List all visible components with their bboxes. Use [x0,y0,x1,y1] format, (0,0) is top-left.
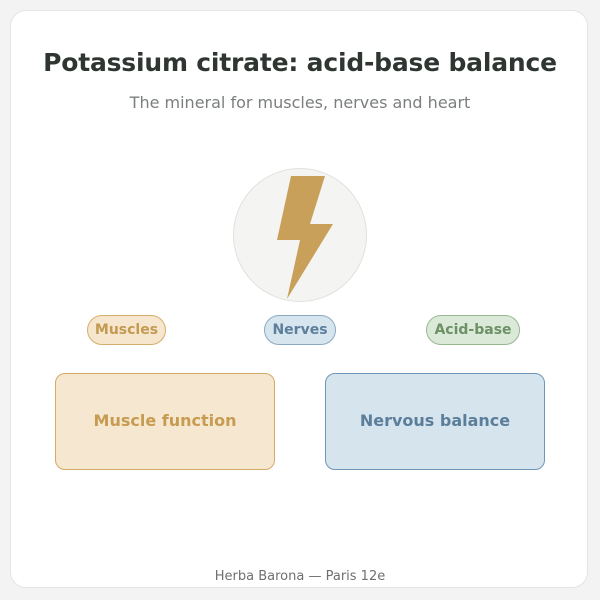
tag-nerves: Nerves [264,315,336,345]
lightning-bolt-icon [277,176,333,299]
emblem-circle [233,168,367,302]
page-subtitle: The mineral for muscles, nerves and hear… [129,93,471,112]
footer-credit: Herba Barona — Paris 12e [214,569,386,584]
muscle-function-box: Muscle function [55,373,275,470]
tag-muscles: Muscles [87,315,166,345]
tag-acid-base: Acid-base [426,315,520,345]
nervous-balance-box: Nervous balance [325,373,545,470]
page-title: Potassium citrate: acid-base balance [43,48,557,77]
